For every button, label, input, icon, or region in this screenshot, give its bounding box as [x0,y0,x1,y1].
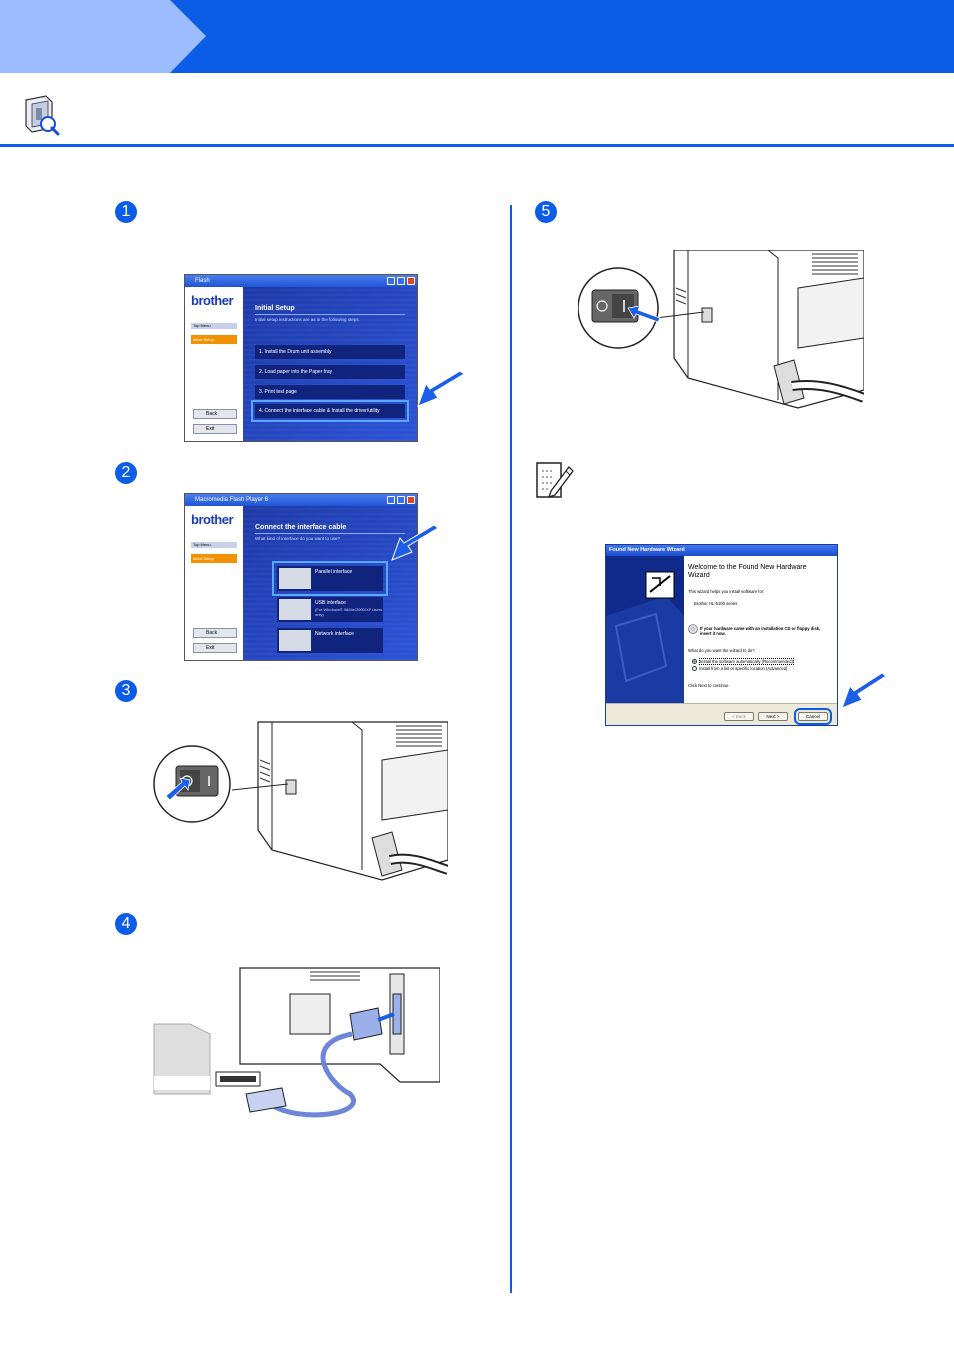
option-connect-cable[interactable]: 4. Connect the interface cable & Install… [251,400,409,422]
maximize-icon [397,277,405,285]
installer-sidebar: brother Top Menu Initial Setup Back Exit [185,506,243,660]
hardware-wizard-graphic-icon [606,556,684,703]
wizard-next-button[interactable]: Next > [758,712,788,721]
wizard-titlebar: Found New Hardware Wizard [606,545,837,556]
radio-unselected-icon [692,666,697,671]
maximize-icon [397,496,405,504]
installer-titlebar: Macromedia Flash Player 6 [185,494,417,506]
option-install-from-list-label: Install from a list or specific location… [699,666,788,671]
minimize-icon [387,277,395,285]
note-icon [536,462,574,499]
installer-sidebar: brother Top Menu Initial Setup Back Exit [185,287,243,441]
found-new-hardware-wizard: Found New Hardware Wizard Welcome to the… [605,544,838,726]
close-icon [407,496,415,504]
heading-rule [255,533,405,534]
radio-selected-icon [692,659,697,664]
network-interface-option[interactable]: Network interface [277,628,383,653]
header-tab [0,0,206,73]
menu-initial-setup[interactable]: Initial Setup [191,335,237,344]
wizard-question: What do you want the wizard to do? [688,648,755,653]
installer-heading: Initial Setup [255,305,295,312]
installer-main-panel: Initial Setup Initial setup instructions… [243,287,417,441]
usb-interface-label: USB interface [315,600,346,606]
brand-logo: brother [191,293,234,308]
option-drum-unit[interactable]: 1. Install the Drum unit assembly [255,345,405,359]
option-install-automatically[interactable]: Install the software automatically (Reco… [692,658,794,665]
parallel-cable-icon [279,568,311,589]
wizard-footer: < Back Next > Cancel [606,703,837,725]
heading-rule [255,314,405,315]
usb-interface-note: (For Windows® 98/Me/2000/XP users only) [315,607,383,617]
cd-disc-icon [688,624,698,634]
wizard-back-button[interactable]: < Back [724,712,754,721]
step-number-2: 2 [115,462,137,484]
step-number-3: 3 [115,680,137,702]
wizard-cd-prompt: If your hardware came with an installati… [700,626,821,636]
installer-subtext: What kind of interface do you want to us… [255,536,341,541]
exit-button[interactable]: Exit [193,643,237,653]
wizard-intro-text: This wizard helps you install software f… [688,589,765,594]
parallel-cable-connection-illustration [153,967,440,1118]
pointer-arrow-icon [417,370,465,407]
installer-interface-screenshot: Macromedia Flash Player 6 brother Top Me… [184,493,418,661]
menu-initial-setup[interactable]: Initial Setup [191,554,237,563]
printer-power-switch-off-illustration [153,721,448,881]
usb-cable-icon [279,599,311,620]
brand-logo: brother [191,512,234,527]
wizard-heading: Welcome to the Found New Hardware Wizard [688,564,807,579]
back-button[interactable]: Back [193,628,237,638]
wizard-cancel-button[interactable]: Cancel [794,708,832,725]
installer-heading: Connect the interface cable [255,524,347,531]
option-install-from-list[interactable]: Install from a list or specific location… [692,666,787,671]
exit-button[interactable]: Exit [193,424,237,434]
pointer-arrow-icon [391,524,439,561]
minimize-icon [387,496,395,504]
installer-titlebar: Flash [185,275,417,287]
parallel-interface-option[interactable]: Parallel interface [272,561,388,596]
step-number-4: 4 [115,913,137,935]
menu-top[interactable]: Top Menu [191,323,237,329]
installer-main-panel: Connect the interface cable What kind of… [243,506,417,660]
step-number-1: 1 [115,201,137,223]
wizard-side-graphic [606,556,684,703]
pointer-arrow-icon [841,672,887,709]
close-icon [407,277,415,285]
wizard-body: Welcome to the Found New Hardware Wizard… [688,556,837,703]
printer-power-switch-on-illustration [578,250,864,409]
printer-setup-icon [25,95,60,136]
wizard-continue-text: Click Next to continue. [688,683,730,688]
network-cable-icon [279,630,311,651]
option-print-test[interactable]: 3. Print test page [255,385,405,399]
header-rule [0,144,954,147]
usb-interface-option[interactable]: USB interface (For Windows® 98/Me/2000/X… [277,597,383,622]
option-install-automatically-label: Install the software automatically (Reco… [699,658,794,665]
installer-initial-setup-screenshot: Flash brother Top Menu Initial Setup Bac… [184,274,418,442]
menu-top[interactable]: Top Menu [191,542,237,548]
column-divider [510,205,512,1293]
parallel-interface-label: Parallel interface [315,569,353,575]
wizard-device-name: Brother HL-5100 series [694,601,738,606]
step-number-5: 5 [535,201,557,223]
option-load-paper[interactable]: 2. Load paper into the Paper tray [255,365,405,379]
installer-subtext: Initial setup instructions are as in the… [255,317,360,322]
network-interface-label: Network interface [315,631,354,637]
back-button[interactable]: Back [193,409,237,419]
